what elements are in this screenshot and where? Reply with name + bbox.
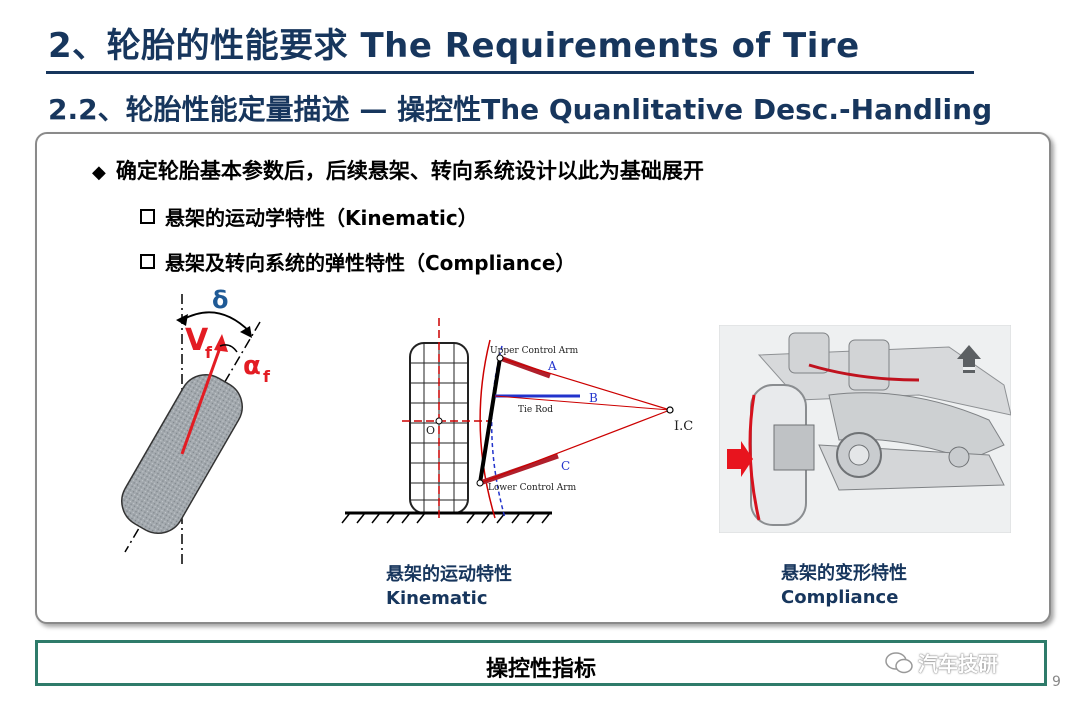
diamond-bullet-icon: ◆ [92, 162, 106, 183]
delta-label: δ [212, 286, 229, 314]
alpha-arc [219, 344, 238, 353]
vf-subscript: f [205, 343, 213, 362]
point-a-label: A [547, 359, 557, 373]
delta-arrowhead [176, 314, 188, 326]
suspension-kinematic-diagram: Upper Control Arm Lower Control Arm Tie … [341, 318, 693, 524]
point-b-label: B [589, 391, 598, 405]
kingpin-arc [479, 339, 496, 519]
square-bullet-icon [140, 254, 155, 269]
sub-bullet-text: 悬架的运动学特性（Kinematic） [165, 206, 478, 230]
kinematic-caption-cn: 悬架的运动特性 [386, 564, 512, 585]
alpha-label: α [243, 351, 261, 381]
compliance-caption-en: Compliance [781, 587, 899, 608]
tie-rod-label: Tie Rod [518, 405, 553, 415]
point-o-label: O [426, 424, 435, 437]
force-arrow [727, 441, 753, 477]
slide-title: 2、轮胎的性能要求 The Requirements of Tire [48, 26, 860, 66]
wechat-logo-icon [885, 652, 913, 674]
point-c-label: C [561, 459, 570, 473]
ic-label: I.C [674, 419, 693, 434]
alpha-subscript: f [263, 367, 271, 386]
compliance-caption-cn: 悬架的变形特性 [781, 563, 907, 584]
lower-arm-label: Lower Control Arm [488, 483, 577, 493]
upper-arm-label: Upper Control Arm [490, 346, 579, 356]
compliance-caption: 悬架的变形特性 Compliance [781, 562, 907, 610]
footer-bar: 操控性指标 [35, 640, 1047, 686]
slide-subtitle: 2.2、轮胎性能定量描述 — 操控性The Quanlitative Desc.… [48, 93, 993, 126]
suspension-compliance-image [719, 325, 1011, 533]
title-divider [46, 71, 974, 74]
kinematic-caption: 悬架的运动特性 Kinematic [386, 563, 512, 611]
page-number: 9 [1052, 674, 1061, 690]
main-bullet-text: 确定轮胎基本参数后，后续悬架、转向系统设计以此为基础展开 [115, 159, 704, 183]
tire-slip-angle-diagram: δ V f α f [121, 286, 271, 567]
main-bullet: ◆ 确定轮胎基本参数后，后续悬架、转向系统设计以此为基础展开 [92, 155, 704, 185]
velocity-arrowhead [214, 334, 228, 352]
vf-label: V [185, 323, 209, 358]
up-arrow [957, 345, 981, 373]
square-bullet-icon [140, 209, 155, 224]
ic-line-lower [479, 409, 671, 484]
watermark-text: 汽车技研 [918, 652, 998, 676]
ic-line-upper [499, 357, 671, 411]
ic-point [666, 406, 674, 414]
delta-arc [181, 311, 251, 333]
kinematic-caption-en: Kinematic [386, 588, 488, 609]
sub-bullet-kinematic: 悬架的运动学特性（Kinematic） [140, 202, 478, 231]
footer-label: 操控性指标 [485, 657, 596, 682]
delta-arrowhead [240, 326, 252, 338]
upright [478, 357, 502, 484]
sub-bullet-text: 悬架及转向系统的弹性特性（Compliance） [165, 251, 576, 275]
sub-bullet-compliance: 悬架及转向系统的弹性特性（Compliance） [140, 247, 575, 276]
velocity-vector [180, 341, 224, 455]
